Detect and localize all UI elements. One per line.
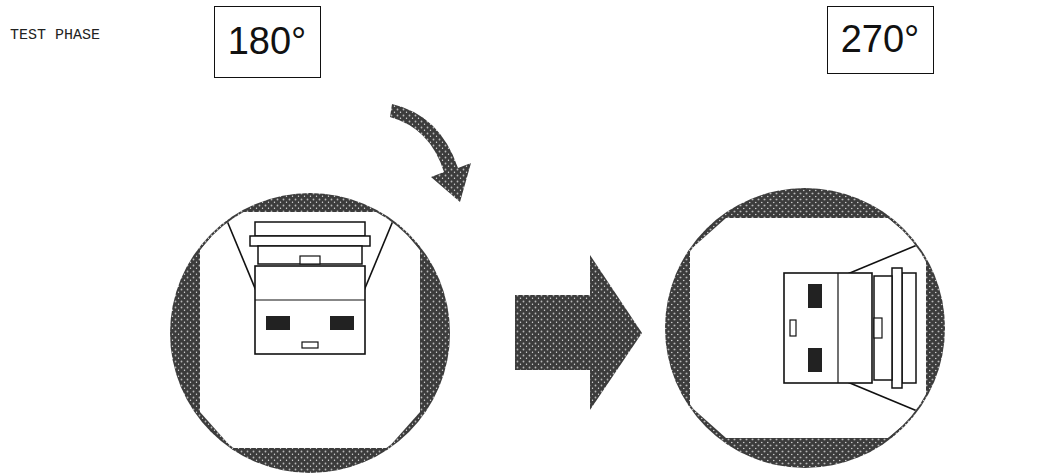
angle-label: 270°: [841, 19, 920, 61]
rotation-arrow: [390, 104, 471, 202]
angle-box: 270°: [827, 6, 934, 74]
view-270: [665, 188, 945, 468]
angle-box: 180°: [214, 6, 321, 78]
phase-title: TEST PHASE: [10, 27, 100, 44]
view-180: [170, 193, 450, 473]
transition-arrow: [515, 255, 642, 410]
angle-label: 180°: [228, 21, 307, 63]
